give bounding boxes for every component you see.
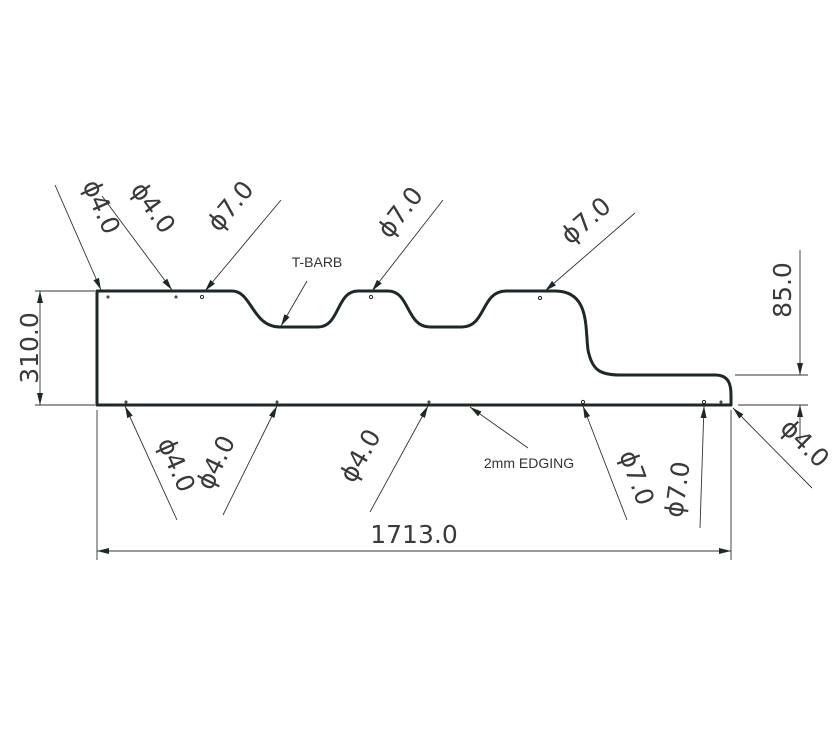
hole-callout: ϕ7.0 <box>659 460 696 520</box>
edging-note: 2mm EDGING <box>484 455 574 471</box>
hole-callout: ϕ7.0 <box>201 175 259 237</box>
profile-outline <box>95 289 733 407</box>
t-barb-note: T-BARB <box>292 254 343 270</box>
bottom-hole-callouts: ϕ4.0 ϕ4.0 ϕ4.0 2mm EDGING ϕ7.0 ϕ7.0 ϕ4.0 <box>124 405 835 529</box>
hole-callout: ϕ4.0 <box>77 175 126 238</box>
hole-callout: ϕ4.0 <box>334 424 387 487</box>
top-hole-callouts: ϕ4.0 ϕ4.0 ϕ7.0 ϕ7.0 ϕ7.0 T-BARB <box>54 175 636 327</box>
height-label: 310.0 <box>15 312 44 384</box>
step-height-label: 85.0 <box>768 262 797 318</box>
hole-callout: ϕ4.0 <box>775 413 835 473</box>
height-dimension: 310.0 <box>15 290 95 406</box>
hole-callout: ϕ7.0 <box>614 446 660 509</box>
hole-callout: ϕ4.0 <box>152 433 201 496</box>
length-dimension: 1713.0 <box>96 410 732 560</box>
hole-markers <box>106 294 723 405</box>
hole-callout: ϕ4.0 <box>190 431 241 494</box>
length-label: 1713.0 <box>370 520 457 549</box>
hole-callout: ϕ7.0 <box>371 181 428 243</box>
step-dimension: 85.0 <box>735 250 808 440</box>
hole-callout: ϕ7.0 <box>555 191 616 250</box>
hole-callout: ϕ4.0 <box>125 176 182 239</box>
